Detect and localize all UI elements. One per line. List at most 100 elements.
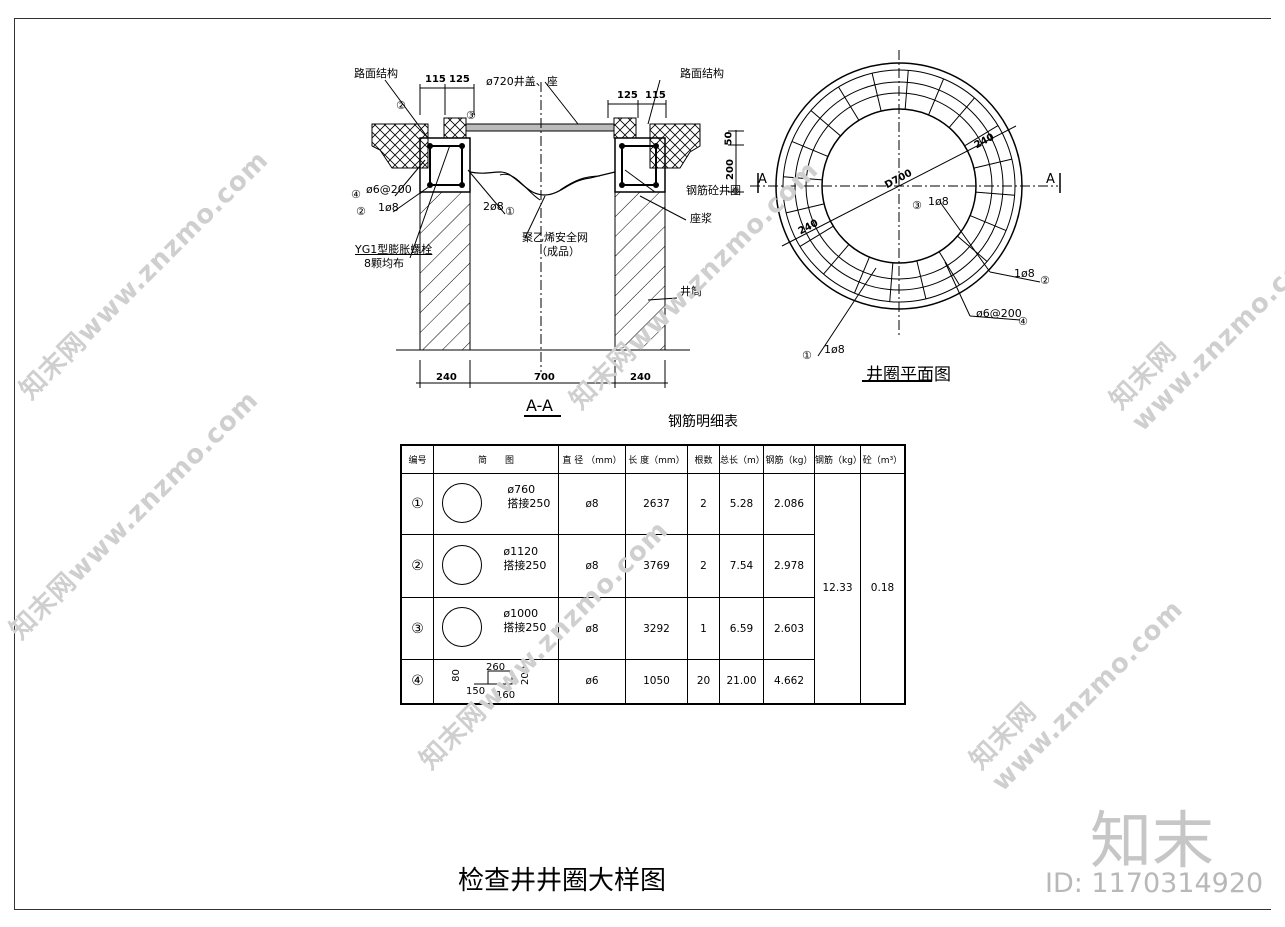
stirrup-spoke: [799, 225, 834, 247]
row-dia: ø8: [558, 597, 626, 660]
col-weight-sum: 钢筋（kg）: [814, 444, 862, 474]
row-total: 6.59: [719, 597, 764, 660]
plan-callout-4: ④: [1018, 315, 1028, 328]
row-no: ③: [400, 597, 434, 660]
row-no: ①: [400, 473, 434, 535]
stirrup-spoke: [938, 251, 960, 286]
wall-right: [614, 191, 666, 351]
stirrup-spoke: [957, 235, 988, 262]
plan-callout-1: ①: [802, 349, 812, 362]
sketch-lap: 搭接250: [503, 558, 547, 572]
row-kg: 2.603: [763, 597, 815, 660]
dim-240-right: 240: [630, 372, 651, 383]
stirrup-spoke: [838, 86, 860, 121]
sketch-diameter: ø760: [507, 482, 536, 496]
bar-spec-left: 1ø8: [378, 201, 399, 214]
bolt-count-label: 8颗均布: [364, 257, 404, 270]
rebar-schedule-table: 编号 简 图 直 径 （mm） 长 度（mm） 根数 总长（m） 钢筋（kg） …: [400, 444, 906, 705]
stirrup-spoke: [853, 256, 870, 294]
table-row: ④ 260 80 200 150 160 ø6 1050 20 21.00 4.…: [400, 659, 905, 704]
ring-concrete-label: 钢筋砼井圈: [686, 184, 741, 197]
dim-700: 700: [534, 372, 555, 383]
plan-callout-2: ②: [1040, 274, 1050, 287]
ring-bar-sketch: [442, 544, 482, 585]
section-mark-a-left: A: [758, 172, 767, 187]
road-structure-label-left: 路面结构: [354, 67, 398, 80]
sketch-diameter: ø1120: [503, 544, 539, 558]
col-sketch: 简 图: [433, 444, 559, 474]
cover-label: ø720井盖、座: [486, 75, 558, 88]
row-len: 1050: [625, 659, 688, 704]
sum-weight: 12.33: [814, 473, 861, 704]
stirrup-spoke: [948, 97, 975, 128]
dim-125-left: 125: [449, 74, 470, 85]
wall-left: [419, 191, 471, 351]
row-total: 7.54: [719, 534, 764, 598]
road-structure-label-right: 路面结构: [680, 67, 724, 80]
ring-bar-sketch: [442, 607, 482, 647]
row-count: 20: [687, 659, 720, 704]
row-dia: ø6: [558, 659, 626, 704]
row-kg: 2.978: [763, 534, 815, 598]
stirrup-spoke: [791, 140, 829, 157]
col-concrete: 砼（m³）: [860, 444, 906, 474]
dim-115-right: 115: [645, 90, 666, 101]
row-no: ④: [400, 659, 434, 704]
dim-125-right: 125: [617, 90, 638, 101]
stirrup-dim-bottom-left: 150: [466, 686, 486, 697]
row-total: 21.00: [719, 659, 764, 704]
brand-logo: 知末: [1090, 804, 1215, 877]
plan-title: 井圈平面图: [866, 365, 951, 385]
callout-2-top: ②: [396, 99, 406, 112]
callout-4-left: ④: [351, 188, 361, 201]
row-kg: 2.086: [763, 473, 815, 535]
dim-200: 200: [724, 159, 736, 180]
dim-50: 50: [723, 131, 735, 146]
sum-concrete: 0.18: [860, 473, 906, 704]
bolt-label: YG1型膨胀螺栓: [355, 243, 433, 256]
drawing-frame: [14, 18, 1271, 910]
stirrup-spoke: [783, 176, 823, 181]
stirrup-spoke: [975, 191, 1015, 196]
row-sketch: ø1000 搭接250: [433, 597, 559, 660]
row-count: 2: [687, 534, 720, 598]
stirrup-spoke: [904, 70, 909, 110]
row-sketch: ø760 搭接250: [433, 473, 559, 535]
row-len: 3292: [625, 597, 688, 660]
col-diameter: 直 径 （mm）: [558, 444, 626, 474]
sketch-lap: 搭接250: [507, 496, 551, 510]
stirrup-spec-left: ø6@200: [366, 183, 412, 196]
stirrup-spoke: [916, 260, 927, 299]
plan-bar-3-spec: 1ø8: [928, 195, 949, 208]
road-left: [371, 123, 429, 169]
row-sketch: 260 80 200 150 160: [433, 659, 559, 704]
col-total-length: 总长（m）: [719, 444, 765, 474]
drawing-id: ID: 1170314920: [1045, 868, 1264, 899]
bar-2phi8-label: 2ø8: [483, 200, 504, 213]
stirrup-dim-left: 80: [450, 669, 462, 682]
safety-net: [469, 171, 616, 196]
stirrup-spoke: [969, 215, 1007, 232]
safety-net-label: 聚乙烯安全网: [522, 231, 588, 244]
section-title: A-A: [526, 396, 553, 415]
stirrup-spoke: [810, 110, 841, 137]
stirrup-dim-top: 260: [486, 662, 506, 673]
row-count: 1: [687, 597, 720, 660]
callout-1-mid: ①: [505, 205, 515, 218]
callout-3-top: ③: [466, 109, 476, 122]
drawing-title: 检查井井圈大样图: [458, 866, 667, 896]
plan-callout-3: ③: [912, 199, 922, 212]
plan-bar-4-spec: ø6@200: [976, 307, 1022, 320]
col-no: 编号: [400, 444, 434, 474]
plan-bar-1-spec: 1ø8: [824, 343, 845, 356]
row-count: 2: [687, 473, 720, 535]
stirrup-spoke: [964, 125, 999, 147]
row-len: 2637: [625, 473, 688, 535]
safety-net-note: （成品）: [536, 245, 580, 258]
col-weight: 钢筋（kg）: [763, 444, 815, 474]
stirrup-dim-bottom-right: 160: [496, 690, 516, 701]
shaft-label: 井筒: [680, 285, 702, 298]
row-kg: 4.662: [763, 659, 815, 704]
table-row: ① ø760 搭接250 ø8 2637 2 5.28 2.086 12.33 …: [400, 473, 906, 704]
